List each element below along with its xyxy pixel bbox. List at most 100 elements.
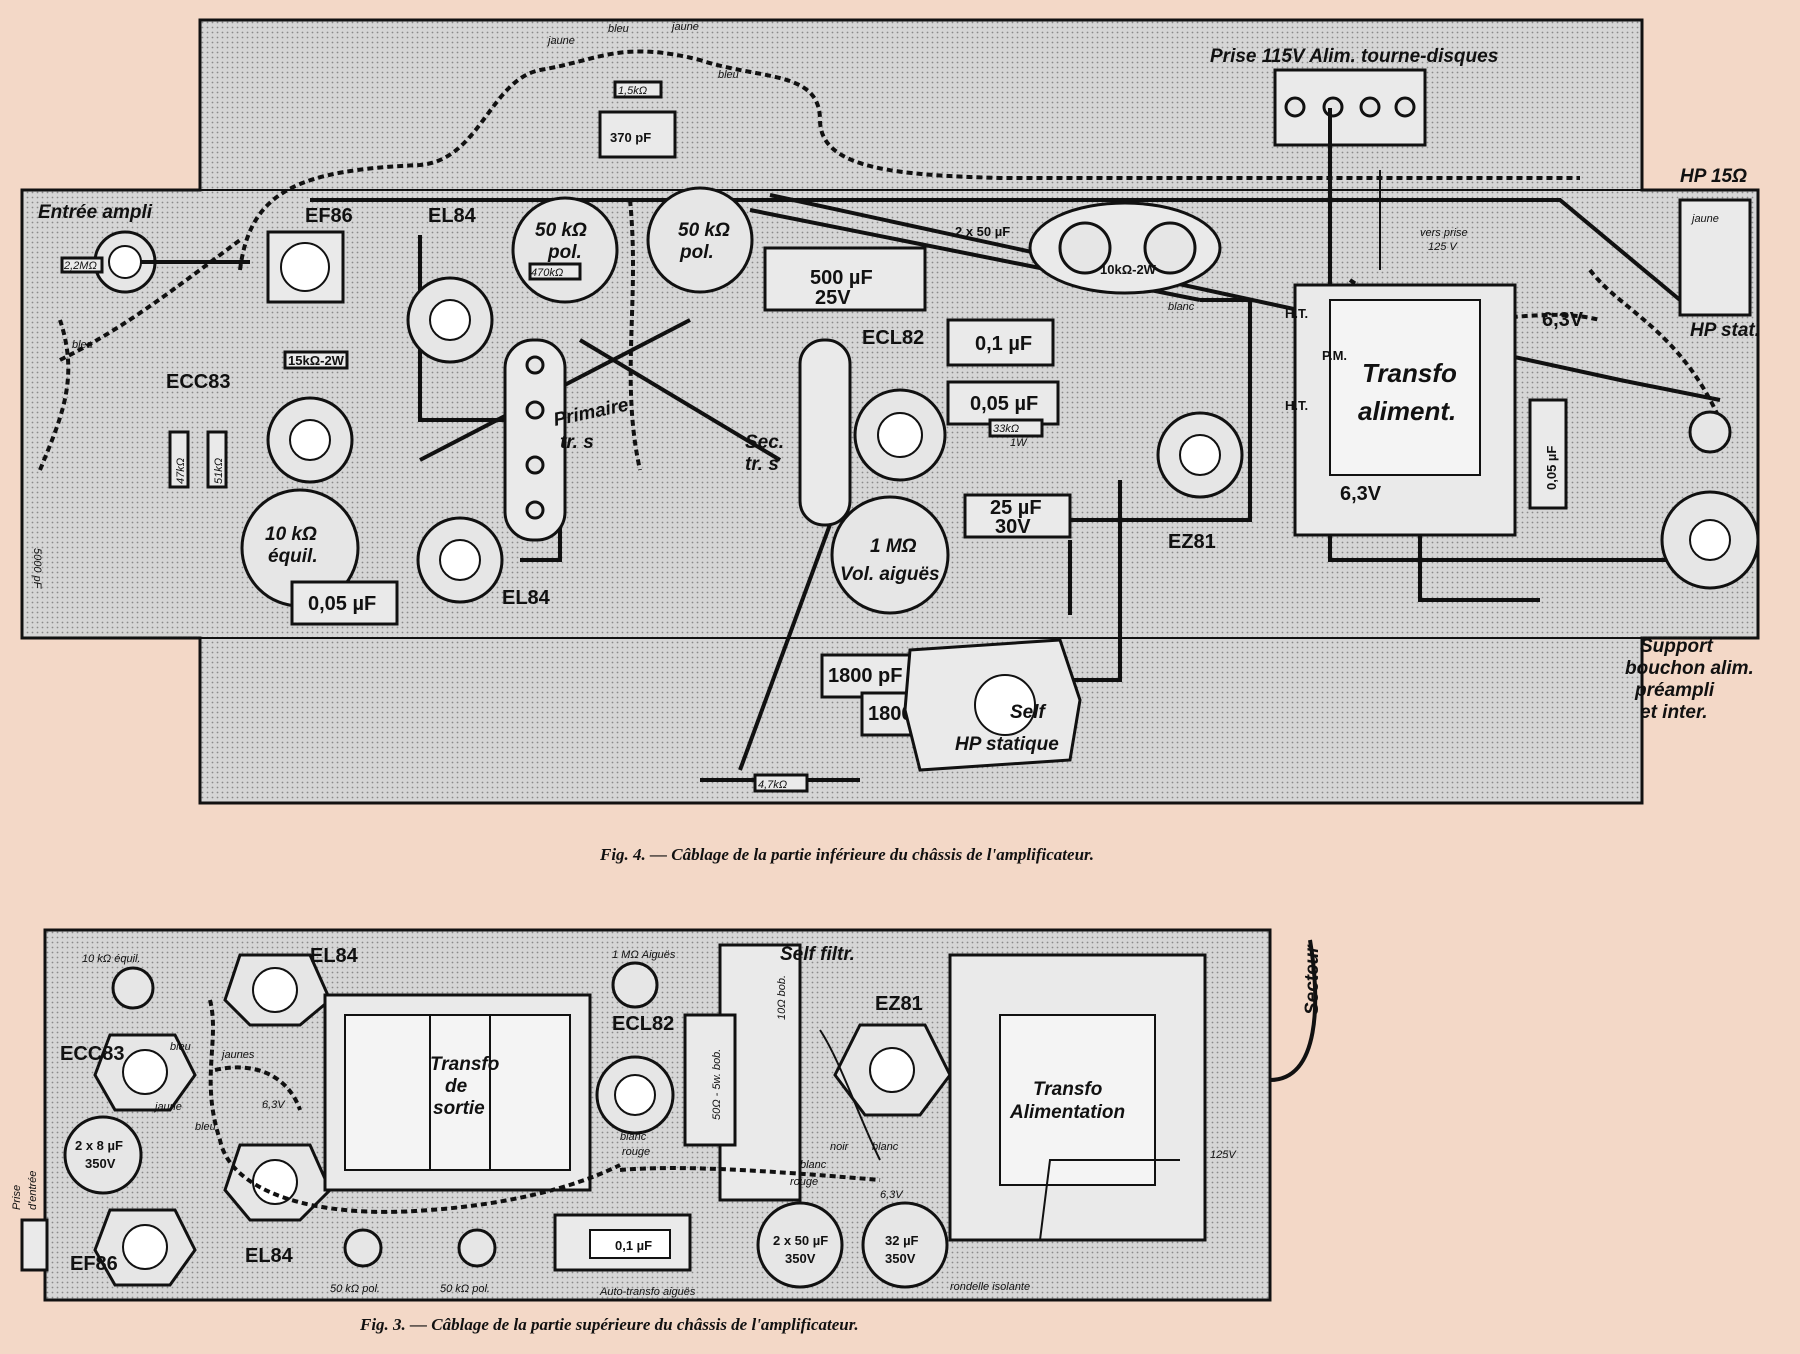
fig3-tube-ez81: EZ81: [833, 993, 952, 1117]
fig3-secteur: Secteur: [1269, 939, 1323, 1082]
svg-text:25V: 25V: [815, 287, 851, 309]
svg-text:32 µF: 32 µF: [885, 1233, 919, 1248]
svg-text:tr. s: tr. s: [560, 432, 594, 453]
tube-ecc83: ECC83: [166, 371, 354, 484]
fig3-cap-2x8: 2 x 8 µF 350V: [63, 1115, 143, 1195]
svg-text:10Ω bob.: 10Ω bob.: [776, 975, 788, 1020]
svg-text:10 kΩ: 10 kΩ: [265, 524, 317, 545]
outlet-label: Prise 115V Alim. tourne-disques: [1210, 46, 1498, 67]
svg-text:H.T.: H.T.: [1285, 398, 1308, 413]
fig3-tube-ecl82: ECL82: [595, 1013, 675, 1135]
fig3-tube-ef86: EF86: [70, 1208, 197, 1287]
tube-ef86: EF86: [266, 205, 353, 304]
svg-text:25 µF: 25 µF: [990, 497, 1042, 519]
fig3-self-filtr: Self filtr. 50Ω - 5w. bob. 10Ω bob.: [683, 943, 855, 1202]
fig4-caption: Fig. 4. — Câblage de la partie inférieur…: [599, 845, 1094, 864]
svg-text:HP statique: HP statique: [955, 734, 1059, 755]
pot-50k-a: 50 kΩ pol.: [511, 196, 619, 304]
svg-text:6,3V: 6,3V: [262, 1099, 286, 1111]
svg-text:jaune: jaune: [670, 21, 699, 33]
svg-text:350V: 350V: [885, 1251, 916, 1266]
svg-text:1 MΩ Aiguës: 1 MΩ Aiguës: [612, 949, 676, 961]
svg-text:bleu: bleu: [170, 1041, 191, 1053]
svg-text:bleu: bleu: [72, 339, 93, 351]
svg-text:500 µF: 500 µF: [810, 267, 873, 289]
svg-text:ECC83: ECC83: [60, 1043, 124, 1065]
svg-text:33kΩ: 33kΩ: [993, 423, 1019, 435]
cap-500uf: 500 µF 25V: [763, 246, 927, 312]
svg-text:51kΩ: 51kΩ: [213, 458, 225, 484]
svg-text:blanc: blanc: [872, 1141, 899, 1153]
pot-50k-b: 50 kΩ pol.: [646, 186, 754, 294]
hp-terminal-block: [1678, 198, 1752, 317]
cap-005uf-top: 0,05 µF: [946, 380, 1060, 426]
svg-text:pol.: pol.: [679, 242, 714, 263]
tube-ez81: EZ81: [1156, 411, 1244, 553]
svg-text:blanc: blanc: [800, 1159, 827, 1171]
svg-text:Sec.: Sec.: [745, 432, 784, 453]
svg-text:de: de: [445, 1076, 468, 1097]
svg-text:1 MΩ: 1 MΩ: [870, 536, 917, 557]
svg-text:rouge: rouge: [790, 1176, 818, 1188]
transfo-aliment: Transfo aliment. H.T. P.M. H.T. 6,3V 6,3…: [1285, 283, 1584, 537]
svg-text:0,1 µF: 0,1 µF: [615, 1238, 652, 1253]
svg-text:6,3V: 6,3V: [1542, 309, 1584, 331]
pot-1m-vol: 1 MΩ Vol. aiguës: [830, 495, 950, 615]
fig3-pot-equil: 10 kΩ équil.: [82, 953, 155, 1010]
self-hp-statique: Self HP statique: [903, 638, 1082, 772]
pot-10k-equil: 10 kΩ équil.: [240, 488, 360, 608]
svg-text:370 pF: 370 pF: [610, 130, 651, 145]
cap-01uf: 0,1 µF: [946, 318, 1055, 367]
svg-text:EZ81: EZ81: [1168, 531, 1216, 553]
svg-text:rouge: rouge: [622, 1146, 650, 1158]
hp-stat-label: HP stat.: [1690, 320, 1760, 341]
svg-text:1800 pF: 1800 pF: [828, 665, 902, 687]
support-socket: [1660, 410, 1760, 590]
svg-text:ECL82: ECL82: [612, 1013, 674, 1035]
svg-text:350V: 350V: [785, 1251, 816, 1266]
svg-text:470kΩ: 470kΩ: [531, 267, 563, 279]
svg-text:2,2MΩ: 2,2MΩ: [63, 260, 97, 272]
svg-text:Transfo: Transfo: [1033, 1079, 1102, 1100]
svg-text:rondelle isolante: rondelle isolante: [950, 1281, 1030, 1293]
svg-text:tr. s: tr. s: [745, 454, 779, 475]
fig3-wiring: bleu jaunes jaune bleu 6,3V blanc rouge …: [153, 999, 1180, 1241]
svg-text:jaune: jaune: [153, 1101, 182, 1113]
svg-text:125 V: 125 V: [1428, 241, 1458, 253]
svg-text:0,05 µF: 0,05 µF: [1544, 446, 1559, 490]
fig3-caption: Fig. 3. — Câblage de la partie supérieur…: [359, 1315, 859, 1334]
svg-text:30V: 30V: [995, 516, 1031, 538]
fig3-transfo-sortie: Transfo de sortie: [323, 993, 592, 1192]
cap-370pf: 370 pF: [598, 110, 677, 159]
fig3-cap-01uf: 0,1 µF Auto-transfo aiguës: [553, 1213, 696, 1298]
fig3-pot-50k-b: 50 kΩ pol.: [440, 1228, 497, 1295]
svg-text:50 kΩ pol.: 50 kΩ pol.: [440, 1283, 490, 1295]
svg-text:2 x 50 µF: 2 x 50 µF: [955, 224, 1010, 239]
svg-text:pol.: pol.: [547, 242, 582, 263]
svg-text:50 kΩ: 50 kΩ: [678, 220, 730, 241]
svg-text:4,7kΩ: 4,7kΩ: [758, 779, 787, 791]
fig3-pot-aigues: 1 MΩ Aiguës: [611, 949, 676, 1009]
svg-text:Transfo: Transfo: [430, 1054, 499, 1075]
secondary-strip: Sec. tr. s: [745, 338, 852, 527]
cap-1800pf-a: 1800 pF: [820, 653, 912, 699]
svg-text:équil.: équil.: [268, 546, 318, 567]
svg-text:47kΩ: 47kΩ: [175, 458, 187, 484]
svg-text:bleu: bleu: [608, 23, 629, 35]
svg-text:5000 pF: 5000 pF: [31, 548, 43, 590]
svg-text:Transfo: Transfo: [1362, 358, 1457, 388]
svg-text:1W: 1W: [1010, 437, 1028, 449]
tube-ecl82: ECL82: [853, 327, 947, 482]
svg-text:15kΩ-2W: 15kΩ-2W: [288, 353, 345, 368]
svg-text:6,3V: 6,3V: [1340, 483, 1382, 505]
svg-text:125V: 125V: [1210, 1149, 1237, 1161]
svg-text:1,5kΩ: 1,5kΩ: [618, 85, 647, 97]
cap-25uf: 25 µF 30V: [963, 493, 1072, 539]
svg-text:bleu: bleu: [195, 1121, 216, 1133]
fig3-prise-entree: Prise d'entrée: [11, 1171, 49, 1272]
entree-ampli-label: Entrée ampli: [38, 202, 153, 223]
svg-text:Secteur: Secteur: [1302, 944, 1323, 1015]
svg-text:préampli: préampli: [1634, 680, 1715, 701]
cap-005uf-vert: 0,05 µF: [1528, 398, 1568, 510]
